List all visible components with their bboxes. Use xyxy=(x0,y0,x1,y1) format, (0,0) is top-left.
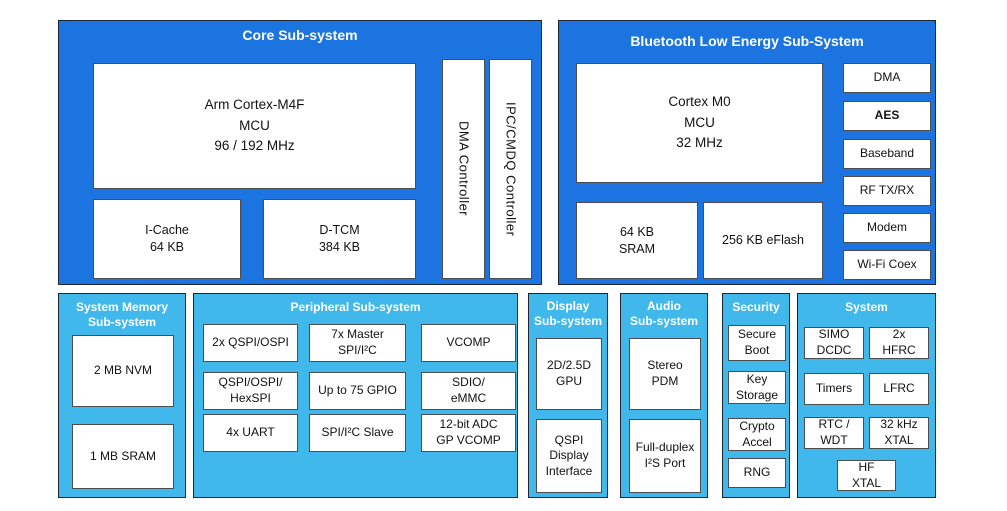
uart-box: 4x UART xyxy=(203,414,298,452)
ble-modem-box: Modem xyxy=(843,213,931,243)
sdio-emmc-box: SDIO/ eMMC xyxy=(421,372,516,410)
system-block: System SIMO DCDC 2x HFRC Timers LFRC RTC… xyxy=(797,293,936,498)
display-subsystem-title: Display Sub-system xyxy=(533,299,603,328)
ble-aes-box: AES xyxy=(843,101,931,131)
ble-dma-box: DMA xyxy=(843,63,931,93)
audio-subsystem-title: Audio Sub-system xyxy=(629,299,699,328)
lfrc-box: LFRC xyxy=(869,373,929,405)
system-title: System xyxy=(845,300,888,314)
dtcm-box: D-TCM 384 KB xyxy=(263,199,416,279)
simo-dcdc-box: SIMO DCDC xyxy=(804,327,864,359)
sram-box: 1 MB SRAM xyxy=(72,424,174,489)
rng-box: RNG xyxy=(728,458,786,488)
display-subsystem-block: Display Sub-system 2D/2.5D GPU QSPI Disp… xyxy=(528,293,608,498)
qspi-display-interface-box: QSPI Display Interface xyxy=(536,419,602,493)
core-subsystem-block: Core Sub-system Arm Cortex-M4F MCU 96 / … xyxy=(58,20,542,285)
hfrc-box: 2x HFRC xyxy=(869,327,929,359)
icache-box: I-Cache 64 KB xyxy=(93,199,241,279)
cortex-m0-box: Cortex M0 MCU 32 MHz xyxy=(576,63,823,183)
key-storage-box: Key Storage xyxy=(728,371,786,404)
gpio-box: Up to 75 GPIO xyxy=(309,372,406,410)
ipc-cmdq-controller-box: IPC/CMDQ Controller xyxy=(489,59,532,279)
gpu-box: 2D/2.5D GPU xyxy=(536,338,602,410)
cortex-m4f-box: Arm Cortex-M4F MCU 96 / 192 MHz xyxy=(93,63,416,189)
peripheral-subsystem-title: Peripheral Sub-system xyxy=(290,300,421,314)
security-block: Security Secure Boot Key Storage Crypto … xyxy=(722,293,790,498)
ble-eflash-box: 256 KB eFlash xyxy=(703,202,823,279)
qspi-ospi-box: 2x QSPI/OSPI xyxy=(203,324,298,362)
spi-i2c-slave-box: SPI/I²C Slave xyxy=(309,414,406,452)
audio-subsystem-block: Audio Sub-system Stereo PDM Full-duplex … xyxy=(620,293,708,498)
stereo-pdm-box: Stereo PDM xyxy=(629,338,701,410)
ble-wifi-coex-box: Wi-Fi Coex xyxy=(843,250,931,280)
peripheral-subsystem-block: Peripheral Sub-system 2x QSPI/OSPI 7x Ma… xyxy=(193,293,518,498)
hf-xtal-box: HF XTAL xyxy=(837,460,896,491)
ble-subsystem-block: Bluetooth Low Energy Sub-System Cortex M… xyxy=(558,20,936,285)
secure-boot-box: Secure Boot xyxy=(728,325,786,361)
ble-rf-txrx-box: RF TX/RX xyxy=(843,176,931,206)
vcomp-box: VCOMP xyxy=(421,324,516,362)
ble-subsystem-title: Bluetooth Low Energy Sub-System xyxy=(630,33,864,49)
ble-sram-box: 64 KB SRAM xyxy=(576,202,698,279)
dma-controller-box: DMA Controller xyxy=(442,59,485,279)
core-subsystem-title: Core Sub-system xyxy=(242,27,358,43)
system-memory-title: System Memory Sub-system xyxy=(75,300,169,329)
hexspi-box: QSPI/OSPI/ HexSPI xyxy=(203,372,298,410)
nvm-box: 2 MB NVM xyxy=(72,335,174,407)
security-title: Security xyxy=(732,300,780,314)
system-memory-block: System Memory Sub-system 2 MB NVM 1 MB S… xyxy=(58,293,186,498)
i2s-port-box: Full-duplex I²S Port xyxy=(629,419,701,493)
ble-baseband-box: Baseband xyxy=(843,139,931,169)
crypto-accel-box: Crypto Accel xyxy=(728,418,786,451)
adc-gp-vcomp-box: 12-bit ADC GP VCOMP xyxy=(421,414,516,452)
xtal-32khz-box: 32 kHz XTAL xyxy=(869,417,929,449)
master-spi-i2c-box: 7x Master SPI/I²C xyxy=(309,324,406,362)
rtc-wdt-box: RTC / WDT xyxy=(804,417,864,449)
timers-box: Timers xyxy=(804,373,864,405)
